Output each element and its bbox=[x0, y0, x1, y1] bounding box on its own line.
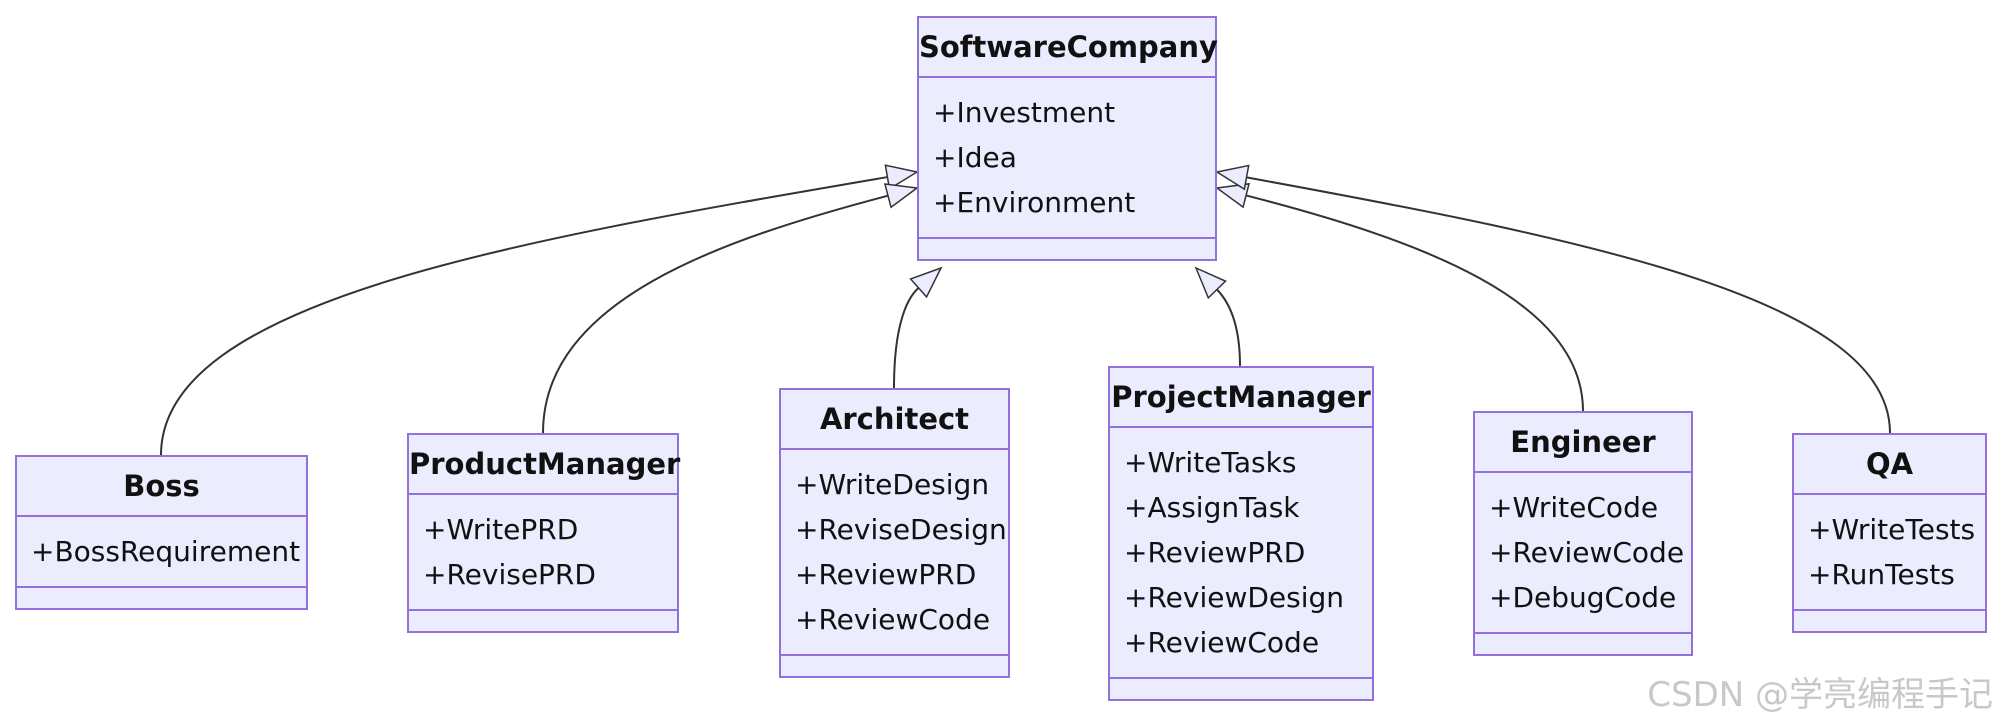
inheritance-arrowhead bbox=[883, 183, 919, 209]
class-softwarecompany: SoftwareCompany +Investment +Idea +Environm… bbox=[917, 16, 1218, 261]
class-name: Engineer bbox=[1475, 413, 1691, 473]
class-methods bbox=[17, 588, 306, 608]
class-attributes: +Investment +Idea +Environment bbox=[919, 78, 1215, 239]
class-attribute: +ReviewPRD bbox=[795, 558, 977, 591]
class-attributes: +BossRequirement bbox=[17, 517, 306, 588]
class-attributes: +WriteCode +ReviewCode +DebugCode bbox=[1475, 473, 1691, 634]
class-name: SoftwareCompany bbox=[919, 18, 1218, 78]
edge-qa-to-softwarecompany bbox=[1246, 176, 1891, 434]
class-attribute: +WriteDesign bbox=[795, 468, 990, 501]
class-attributes: +WriteTests +RunTests bbox=[1794, 495, 1985, 611]
class-name: ProjectManager bbox=[1110, 368, 1372, 428]
class-methods bbox=[1110, 679, 1372, 699]
class-engineer: Engineer +WriteCode +ReviewCode +DebugCode bbox=[1473, 411, 1693, 656]
class-name: ProductManager bbox=[409, 435, 680, 495]
edge-boss-to-softwarecompany bbox=[160, 176, 888, 456]
class-attribute: +ReviewDesign bbox=[1124, 581, 1345, 614]
class-attribute: +ReviewCode bbox=[1489, 536, 1685, 569]
class-qa: QA +WriteTests +RunTests bbox=[1792, 433, 1987, 633]
inheritance-arrowhead bbox=[884, 164, 919, 191]
class-attribute: +RevisePRD bbox=[423, 558, 596, 591]
inheritance-arrowhead bbox=[1194, 266, 1227, 300]
class-attribute: +ReviewCode bbox=[795, 603, 991, 636]
class-attribute: +AssignTask bbox=[1124, 491, 1300, 524]
class-attribute: +WriteTasks bbox=[1124, 446, 1297, 479]
class-methods bbox=[1475, 634, 1691, 654]
inheritance-arrowhead bbox=[1215, 164, 1250, 191]
class-productmanager: ProductManager +WritePRD +RevisePRD bbox=[407, 433, 680, 633]
class-attribute: +WriteTests bbox=[1808, 513, 1976, 546]
edge-engineer-to-softwarecompany bbox=[1245, 194, 1584, 412]
class-attribute: +Idea bbox=[933, 141, 1017, 174]
inheritance-arrowhead bbox=[909, 266, 943, 299]
class-attribute: +Environment bbox=[933, 186, 1136, 219]
edge-projectmanager-to-softwarecompany bbox=[1216, 288, 1241, 367]
class-name: Architect bbox=[781, 390, 1008, 450]
class-architect: Architect +WriteDesign +ReviseDesign +Revie… bbox=[779, 388, 1010, 678]
class-projectmanager: ProjectManager +WriteTasks +AssignTask +Rev… bbox=[1108, 366, 1374, 701]
class-attribute: +RunTests bbox=[1808, 558, 1955, 591]
class-attribute: +Investment bbox=[933, 96, 1116, 129]
class-methods bbox=[409, 611, 677, 631]
class-boss: Boss +BossRequirement bbox=[15, 455, 308, 610]
class-attribute: +ReviewCode bbox=[1124, 626, 1320, 659]
class-methods bbox=[781, 656, 1008, 676]
class-methods bbox=[919, 239, 1215, 259]
class-attribute: +ReviewPRD bbox=[1124, 536, 1306, 569]
class-methods bbox=[1794, 611, 1985, 631]
class-attribute: +WritePRD bbox=[423, 513, 579, 546]
edge-architect-to-softwarecompany bbox=[893, 287, 920, 389]
class-attributes: +WritePRD +RevisePRD bbox=[409, 495, 677, 611]
class-attribute: +WriteCode bbox=[1489, 491, 1659, 524]
class-attributes: +WriteTasks +AssignTask +ReviewPRD +ReviewD… bbox=[1110, 428, 1372, 679]
edge-productmanager-to-softwarecompany bbox=[542, 194, 889, 434]
class-attributes: +WriteDesign +ReviseDesign +ReviewPRD +Revi… bbox=[781, 450, 1008, 656]
watermark: CSDN @学亮编程手记 bbox=[1647, 675, 1993, 715]
class-attribute: +ReviseDesign bbox=[795, 513, 1007, 546]
class-attribute: +BossRequirement bbox=[31, 535, 301, 568]
inheritance-arrowhead bbox=[1215, 182, 1251, 209]
class-name: Boss bbox=[17, 457, 306, 517]
class-name: QA bbox=[1794, 435, 1985, 495]
class-attribute: +DebugCode bbox=[1489, 581, 1677, 614]
